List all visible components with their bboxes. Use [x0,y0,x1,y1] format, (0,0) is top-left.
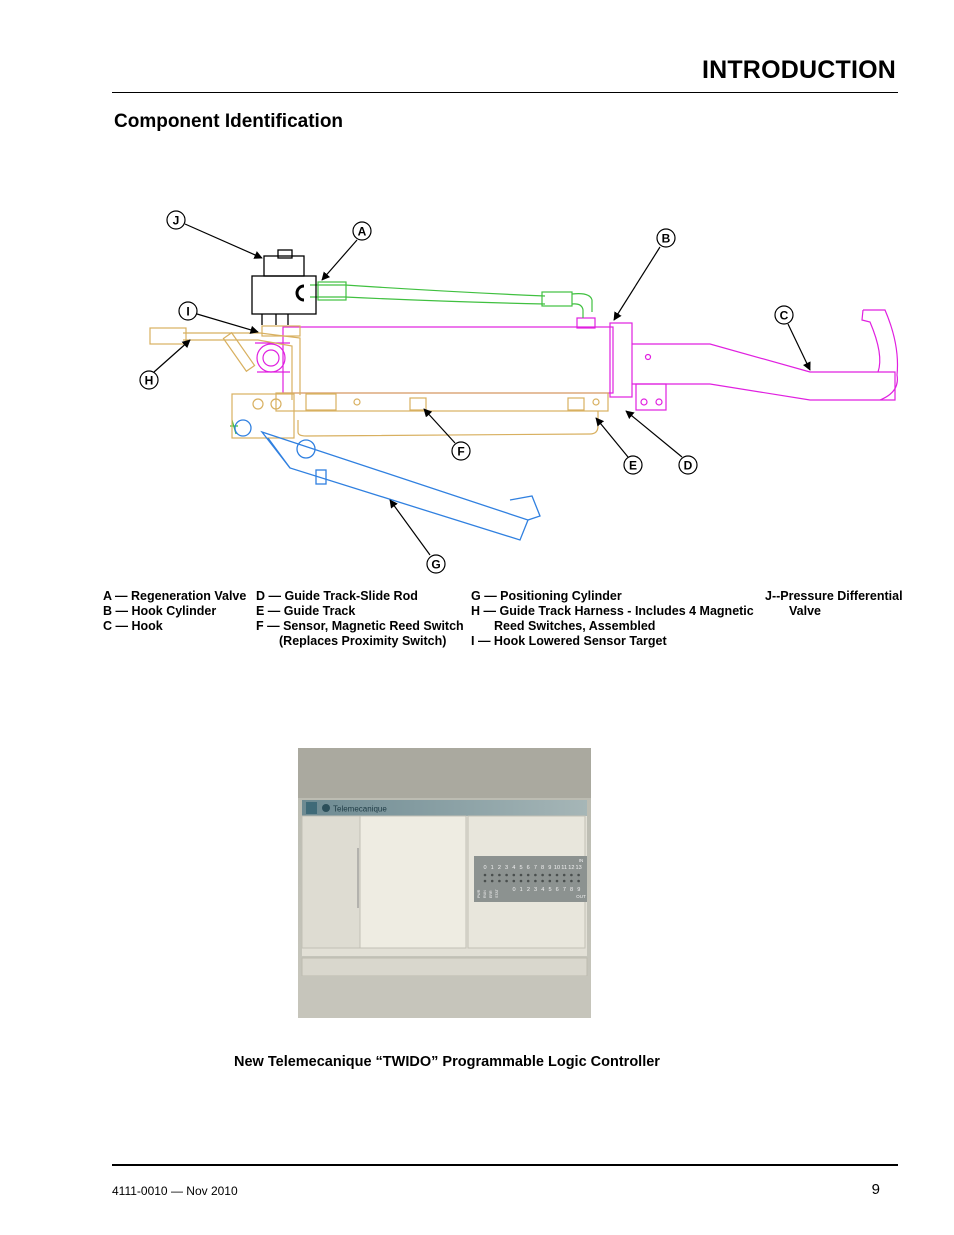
hook [635,309,899,411]
page-number: 9 [871,1181,880,1198]
led-label-in-4: 4 [512,865,515,871]
led-side-label: RUN [483,890,487,898]
legend-item-c: C — Hook [103,619,163,633]
led-label-out-5: 5 [548,887,551,893]
callout-g: G [426,554,446,574]
led-label-out-6: 6 [556,887,559,893]
callout-a: A [352,221,372,241]
callout-b: B [656,228,676,248]
callout-h: H [139,370,159,390]
svg-text:A: A [358,225,367,239]
led-label-out-2: 2 [527,887,530,893]
led-label-in-9: 9 [548,865,551,871]
callout-d: D [678,455,698,475]
photo-caption: New Telemecanique “TWIDO” Programmable L… [234,1054,660,1070]
legend-item-i: I — Hook Lowered Sensor Target [471,634,667,648]
legend-item-e: E — Guide Track [256,604,356,618]
component-diagram: J A B I C H F E D G [139,210,899,574]
page-header-title: INTRODUCTION [701,56,896,84]
led-label-out-9: 9 [577,887,580,893]
regeneration-valve [251,249,317,325]
callout-f: F [451,441,471,461]
legend-item-d: D — Guide Track-Slide Rod [256,589,418,603]
header-rule [112,92,898,93]
svg-text:C: C [780,309,789,323]
led-label-in-10: 10 [554,865,560,871]
callout-e: E [623,455,643,475]
legend-item-g: G — Positioning Cylinder [471,589,622,603]
callout-j: J [166,210,186,230]
legend-item-f-cont: (Replaces Proximity Switch) [279,634,447,648]
led-label-out-7: 7 [563,887,566,893]
legend-col-3: G — Positioning Cylinder H — Guide Track… [471,589,754,649]
callout-i: I [178,301,198,321]
svg-text:F: F [457,445,464,459]
led-label-in-5: 5 [519,865,522,871]
svg-text:I: I [186,305,189,319]
led-side-label: PWR [477,889,481,898]
brand-band [302,800,587,816]
brand-logo-text: Telemecanique [333,805,387,814]
led-label-in-2: 2 [498,865,501,871]
led-label-in-8: 8 [541,865,544,871]
svg-text:G: G [431,558,440,572]
callout-c: C [774,305,794,325]
section-heading: Component Identification [114,111,344,132]
svg-text:IN: IN [579,858,584,863]
led-label-out-8: 8 [570,887,573,893]
svg-text:OUT: OUT [576,894,586,899]
led-label-out-1: 1 [520,887,523,893]
led-label-out-4: 4 [541,887,544,893]
svg-text:H: H [145,374,154,388]
hydraulic-hose [230,281,593,435]
led-label-in-11: 11 [561,865,567,871]
legend-item-h: H — Guide Track Harness - Includes 4 Mag… [471,604,754,618]
led-label-in-6: 6 [527,865,530,871]
positioning-cylinder [234,419,541,541]
hook-cylinder [255,317,896,401]
legend-item-a: A — Regeneration Valve [103,589,247,603]
svg-text:E: E [629,459,637,473]
legend-item-j: J--Pressure Differential [765,589,903,603]
footer-rule [112,1164,898,1166]
led-side-label: STAT [495,889,499,898]
legend-item-h-cont: Reed Switches, Assembled [494,619,656,633]
led-label-in-3: 3 [505,865,508,871]
legend-col-2: D — Guide Track-Slide Rod E — Guide Trac… [256,589,464,649]
svg-text:B: B [662,232,671,246]
legend-item-f: F — Sensor, Magnetic Reed Switch [256,619,464,633]
legend-item-j-cont: Valve [789,604,821,618]
guide-track [149,325,609,439]
leader-arrows [153,223,811,556]
svg-text:D: D [684,459,693,473]
led-side-label: ERR [489,890,493,898]
svg-text:J: J [173,214,180,228]
led-label-in-12: 12 [568,865,574,871]
led-panel [474,856,587,902]
led-label-in-0: 0 [483,865,486,871]
doc-number: 4111-0010 — Nov 2010 [112,1184,238,1198]
led-label-out-3: 3 [534,887,537,893]
led-label-in-13: 13 [575,865,581,871]
led-label-in-1: 1 [491,865,494,871]
legend-col-1: A — Regeneration Valve B — Hook Cylinder… [103,589,246,634]
led-label-in-7: 7 [534,865,537,871]
led-label-out-0: 0 [512,887,515,893]
legend-item-b: B — Hook Cylinder [103,604,217,618]
legend-col-4: J--Pressure Differential Valve [765,589,903,619]
